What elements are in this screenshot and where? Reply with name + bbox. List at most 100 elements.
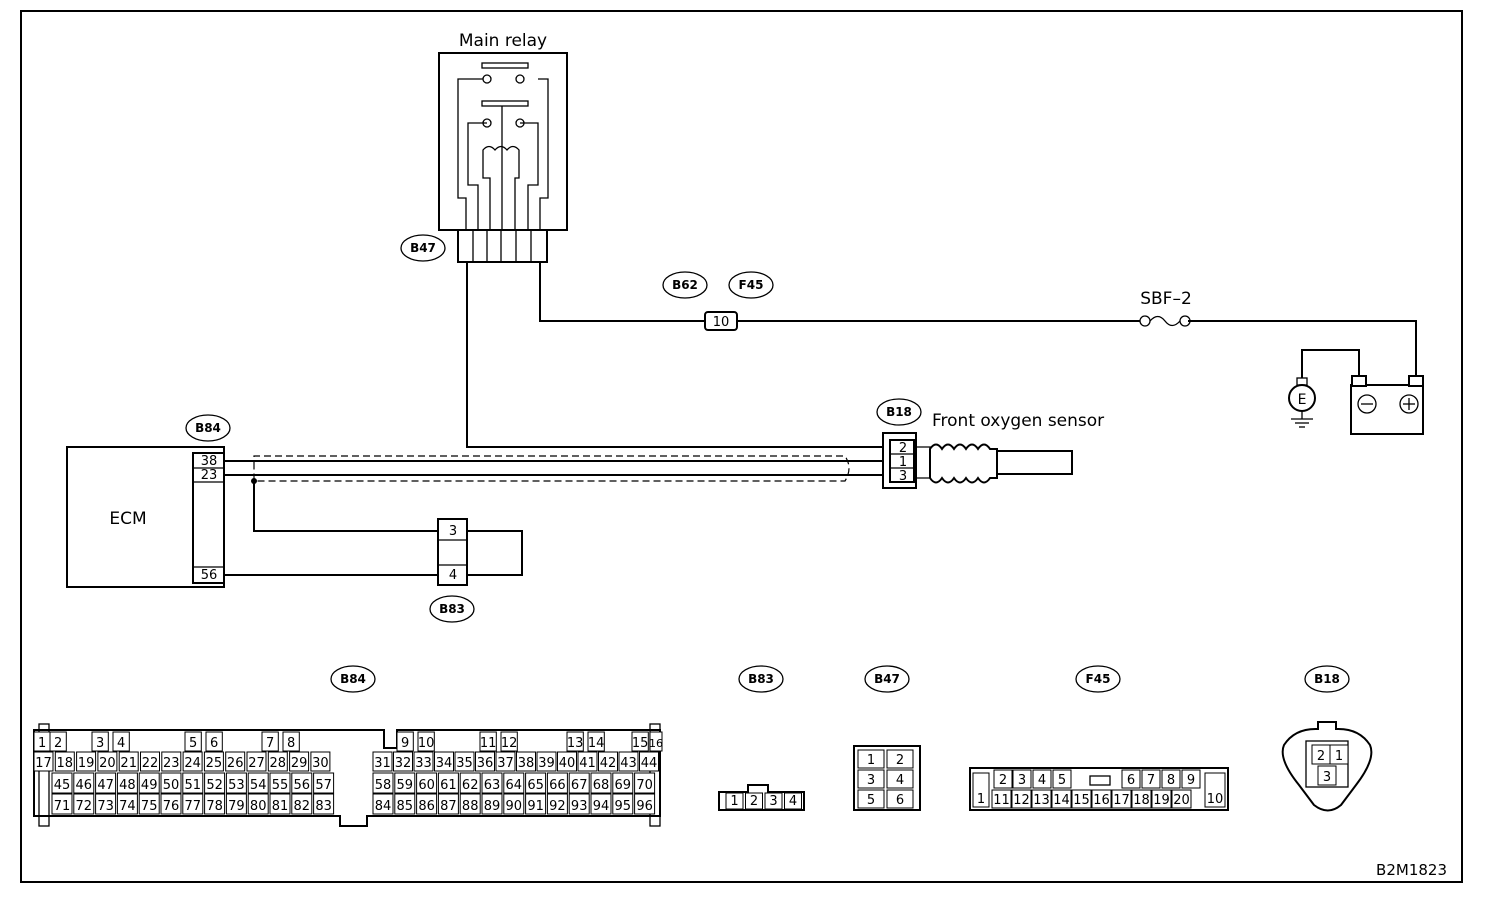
b84-pin-11: 11 [480,736,497,751]
b84-pin-15-cell [631,731,649,752]
b84-pin-34: 34 [436,756,453,771]
b84-pin-48: 48 [119,778,136,793]
b84-pin-72: 72 [76,799,93,814]
b84-pin-82-cell [291,793,313,815]
f45-face-pin-11: 11 [993,793,1010,808]
b84-pin-23-cell [161,751,182,772]
b84-pin-52: 52 [206,778,223,793]
b47-face-pin-4: 4 [896,773,904,788]
b84-pin-19-cell [76,751,97,772]
b84-pin-27-cell [246,751,267,772]
b18-face-pin-3: 3 [1323,770,1331,785]
b84-pin-90-cell [503,793,525,815]
b84-pin-70: 70 [636,778,653,793]
b84-pin-36-cell [475,751,495,772]
b84-pin-92: 92 [549,799,566,814]
b84-pin-35-cell [454,751,475,772]
b84-pin-92-cell [546,793,568,815]
f45-face-pin-20-cell [1171,789,1192,809]
b84-pin-5: 5 [189,736,197,751]
f45-face-pin-12-cell [1011,789,1032,809]
b84-pin-80: 80 [250,799,267,814]
b83-connector [437,518,468,586]
b84-pin-65: 65 [527,778,544,793]
f45-tag-oval [728,271,774,299]
b84-pin-74-cell [116,793,138,815]
wire-shield [253,455,850,482]
b47-face-pin-1-cell [857,749,885,769]
b84-pin-24-cell [182,751,203,772]
b84-pin-81: 81 [272,799,289,814]
b84-pin-17: 17 [35,756,52,771]
b84-pin-37: 37 [497,756,514,771]
b47-face-pin-3: 3 [867,773,875,788]
b84-pin-4-cell [112,731,130,752]
b83-face-tag: B83 [748,672,774,686]
b84-pin-57: 57 [315,778,332,793]
f45-face-pin-13: 13 [1033,793,1050,808]
b84-pin-84: 84 [375,799,392,814]
relay-coil-icon [482,145,520,165]
b84-pin-14-cell [587,731,605,752]
b84-pin-7: 7 [266,736,274,751]
b84-pin-90: 90 [506,799,523,814]
wire-shield-to-b83 [224,481,523,576]
f45-face-pin-15: 15 [1073,793,1090,808]
b84-pin-91: 91 [527,799,544,814]
main-relay [438,52,568,263]
b84-pin-78-cell [204,793,226,815]
b84-pin-89: 89 [484,799,501,814]
b84-pin-56-cell [291,772,313,794]
b84-pin-77: 77 [185,799,202,814]
b84-pin-9-cell [396,731,414,752]
fuse-label: SBF–2 [1140,289,1192,309]
b84-pin-71: 71 [54,799,71,814]
b84-tag-oval [185,414,231,442]
f45-face-pin-11-cell [991,789,1012,809]
b84-pin-59-cell [394,772,416,794]
b84-pin-51: 51 [185,778,202,793]
b84-pin-35: 35 [456,756,473,771]
b84-pin-9: 9 [401,736,409,751]
b84-pin-84-cell [372,793,394,815]
f45-face-pin-3: 3 [1018,773,1026,788]
b84-pin-40-cell [557,751,577,772]
b84-pin-53-cell [225,772,247,794]
b84-pin-45: 45 [54,778,71,793]
b84-pin-58: 58 [375,778,392,793]
f45-face-pin-17-cell [1111,789,1132,809]
b84-pin-47: 47 [97,778,114,793]
b84-pin-74: 74 [119,799,136,814]
wire-battery-ground [1301,349,1360,378]
b84-pin-46: 46 [76,778,93,793]
b84-pin-54: 54 [250,778,267,793]
ecm-pin-56: 56 [201,568,218,583]
b47-tag: B47 [410,241,436,255]
b84-pin-83: 83 [315,799,332,814]
b47-face-pin-5-cell [857,789,885,809]
b84-pin-63: 63 [484,778,501,793]
b84-pin-55-cell [269,772,291,794]
b84-pin-96: 96 [636,799,653,814]
relay-contact-bar-2 [481,100,529,107]
f45-face-pin-10-cell [1204,772,1226,808]
b47-face-pin-1: 1 [867,753,875,768]
ecm-connector [192,452,225,584]
b84-pin-16-cell [649,731,663,752]
b84-pin-15: 15 [632,736,649,751]
b83-connector-lines [438,539,467,566]
b47-face-pin-3-cell [857,769,885,789]
relay-internal-wiring [457,78,549,232]
b47-face-pin-6: 6 [896,793,904,808]
b84-pin-86: 86 [418,799,435,814]
b84-pin-76: 76 [163,799,180,814]
b84-pin-48-cell [116,772,138,794]
b84-pin-25: 25 [206,756,223,771]
b83-tag: B83 [439,602,465,616]
b84-pin-10-cell [417,731,435,752]
f45-face-pin-9-cell [1181,769,1201,789]
b84-pin-39-cell [536,751,557,772]
b47-face-pin-5: 5 [867,793,875,808]
b84-pin-12: 12 [501,736,518,751]
